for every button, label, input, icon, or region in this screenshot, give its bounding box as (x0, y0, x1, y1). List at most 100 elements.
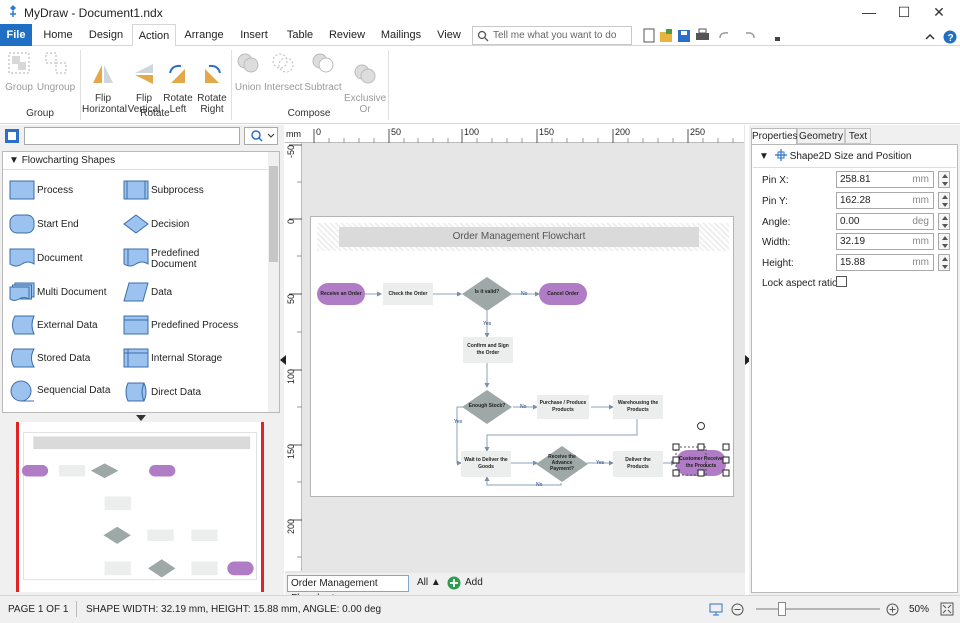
node-cancel-order[interactable]: Cancel Order (539, 283, 587, 305)
angle-spinner[interactable] (938, 213, 950, 230)
redo-icon[interactable] (746, 33, 754, 38)
tell-me-input[interactable]: Tell me what you want to do (472, 26, 632, 45)
caret-up-icon: ▲ (431, 577, 441, 588)
zoom-out-icon[interactable] (731, 603, 744, 616)
shapes-panel-header[interactable]: ▼ Flowcharting Shapes (3, 152, 269, 170)
shape-search-input[interactable] (24, 127, 240, 145)
edge-label-no: No (520, 404, 526, 410)
tab-review[interactable]: Review (324, 24, 370, 46)
tab-mailings[interactable]: Mailings (376, 24, 426, 46)
open-folder-icon[interactable] (660, 29, 672, 42)
intersect-button[interactable]: Intersect (264, 50, 302, 93)
shape-label: Sequencial Data (37, 385, 110, 396)
height-value: 15.88 (840, 257, 865, 268)
angle-value: 0.00 (840, 216, 859, 227)
angle-input[interactable]: 0.00 deg (836, 213, 934, 230)
zoom-slider-track[interactable] (756, 608, 880, 610)
group-button[interactable]: Group (4, 50, 34, 93)
tab-arrange[interactable]: Arrange (180, 24, 228, 46)
print-icon[interactable] (696, 29, 709, 40)
customize-icon[interactable] (775, 37, 780, 41)
height-spinner[interactable] (938, 254, 950, 271)
ungroup-button[interactable]: Ungroup (36, 50, 76, 93)
drawing-page[interactable]: Order Management Flowchart Receive an Or… (310, 216, 734, 497)
exclusive-or-icon (352, 61, 378, 87)
predefined-process-shape-icon (123, 315, 149, 335)
pin-x-input[interactable]: 258.81mm (836, 171, 934, 188)
fit-window-icon[interactable] (940, 602, 954, 616)
tab-geometry[interactable]: Geometry (797, 128, 845, 144)
pin-x-spinner[interactable] (938, 171, 950, 188)
scrollbar-thumb[interactable] (269, 166, 278, 262)
add-page-icon[interactable] (447, 576, 461, 590)
tab-home[interactable]: Home (36, 24, 80, 46)
node-purchase-produce[interactable]: Purchase / Produce Products (537, 395, 589, 419)
zoom-in-icon[interactable] (886, 603, 899, 616)
tab-properties[interactable]: Properties (751, 128, 797, 144)
shapes-panel: ▼ Flowcharting Shapes Process Subprocess… (2, 151, 280, 413)
all-pages-button[interactable]: All ▲ (417, 577, 441, 588)
new-document-icon[interactable] (644, 29, 654, 42)
lock-aspect-checkbox[interactable] (836, 276, 847, 287)
ruler-tick-label: 250 (690, 127, 705, 137)
collapse-ribbon-icon[interactable] (926, 35, 934, 39)
node-receive-order[interactable]: Receive an Order (317, 283, 365, 305)
angle-label: Angle: (762, 217, 790, 228)
section-header[interactable]: ▼ Shape2D Size and Position (753, 146, 956, 168)
search-button[interactable] (244, 127, 278, 145)
ruler-tick-label: 200 (615, 127, 630, 137)
union-button[interactable]: Union (234, 50, 262, 93)
shape-label: Stored Data (37, 353, 90, 364)
ruler-tick-label: 0 (316, 127, 321, 137)
width-spinner[interactable] (938, 233, 950, 250)
undo-icon[interactable] (720, 33, 728, 38)
tab-design[interactable]: Design (84, 24, 128, 46)
zoom-slider-thumb[interactable] (778, 602, 786, 616)
tab-text[interactable]: Text (845, 128, 871, 144)
node-confirm-order[interactable]: Confirm and Sign the Order (463, 337, 513, 363)
shape-label: Data (151, 287, 172, 298)
ruler-tick-label: 100 (464, 127, 479, 137)
tab-action[interactable]: Action (132, 24, 176, 47)
collapse-left-pane-icon[interactable] (280, 355, 286, 365)
library-icon[interactable] (4, 128, 20, 144)
node-wait-deliver[interactable]: Wait to Deliver the Goods (461, 451, 511, 477)
shapes-scrollbar[interactable] (268, 152, 279, 412)
angle-unit: deg (912, 214, 929, 229)
tab-insert[interactable]: Insert (232, 24, 276, 46)
expand-preview-icon[interactable] (136, 415, 146, 421)
help-icon[interactable]: ? (944, 31, 957, 45)
selection-handles[interactable] (671, 417, 733, 481)
node-warehousing[interactable]: Warehousing the Products (613, 395, 663, 419)
height-unit: mm (912, 255, 929, 270)
document-shape-icon (9, 248, 35, 268)
page-preview[interactable] (16, 422, 264, 592)
node-deliver-products[interactable]: Deliver the Products (613, 451, 663, 477)
height-input[interactable]: 15.88 mm (836, 254, 934, 271)
app-logo-icon (6, 4, 20, 18)
fit-page-icon[interactable] (709, 603, 723, 616)
page-tab-current[interactable]: Order Management Flowchart (287, 575, 409, 592)
height-label: Height: (762, 258, 794, 269)
close-button[interactable]: ✕ (922, 0, 956, 24)
maximize-button[interactable]: ☐ (887, 0, 921, 24)
minimize-button[interactable]: — (852, 0, 886, 24)
add-page-button[interactable]: Add (465, 577, 483, 588)
subprocess-shape-icon (123, 180, 149, 200)
tab-view[interactable]: View (432, 24, 466, 46)
subtract-button[interactable]: Subtract (304, 50, 342, 93)
preview-thumbnail (19, 422, 261, 592)
tab-file[interactable]: File (0, 24, 32, 46)
width-input[interactable]: 32.19mm (836, 233, 934, 250)
tab-table[interactable]: Table (280, 24, 320, 46)
save-icon[interactable] (678, 30, 690, 42)
shape-label: Internal Storage (151, 353, 222, 364)
data-shape-icon (123, 282, 149, 302)
title-bar: MyDraw - Document1.ndx — ☐ ✕ (0, 0, 960, 24)
pin-y-input[interactable]: 162.28mm (836, 192, 934, 209)
subtract-icon (310, 50, 336, 76)
pin-y-spinner[interactable] (938, 192, 950, 209)
node-check-order[interactable]: Check the Order (383, 283, 433, 305)
search-icon (477, 30, 489, 42)
rotate-group-label: Rotate (82, 108, 228, 119)
